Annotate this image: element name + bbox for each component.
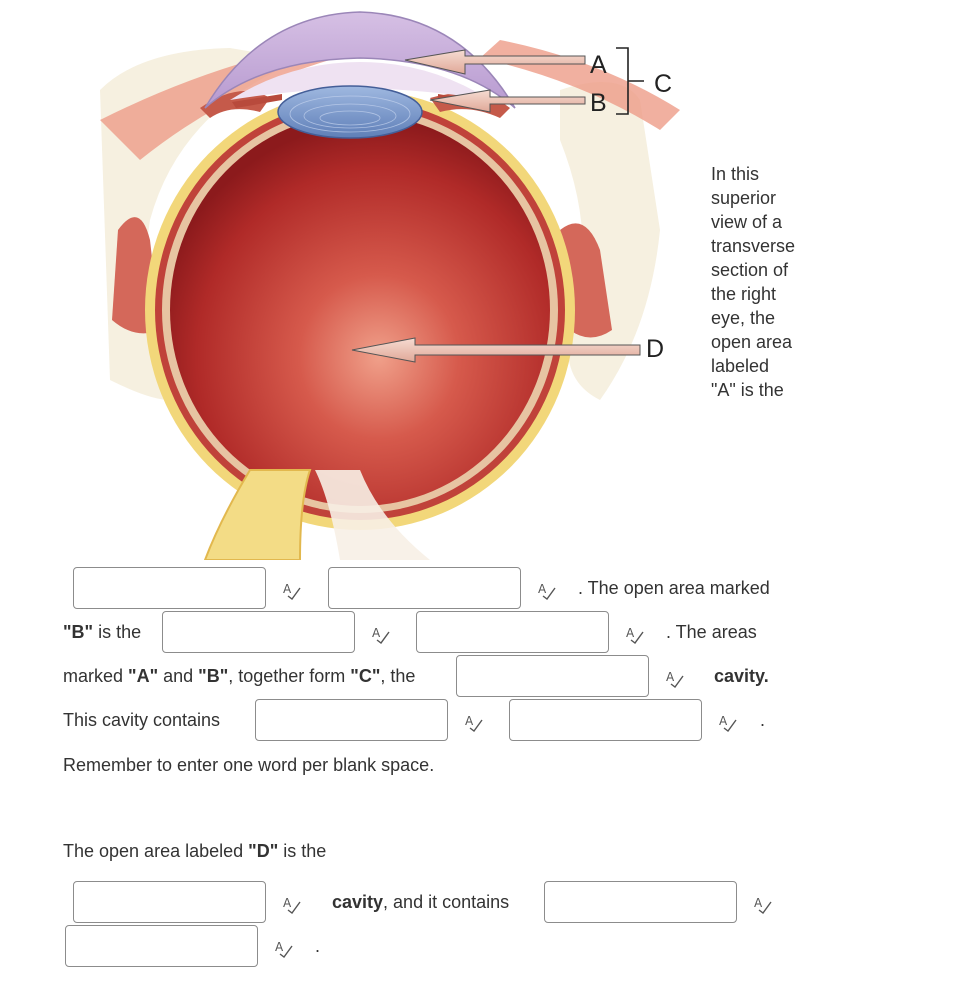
diagram-side-text: In this superior view of a transverse se… (711, 162, 811, 402)
spellcheck-icon[interactable]: A (625, 624, 645, 644)
svg-text:A: A (372, 626, 381, 640)
spellcheck-icon[interactable]: A (537, 580, 557, 600)
question-text-line3-end: cavity. (714, 665, 769, 687)
svg-text:A: A (754, 896, 763, 910)
d-prompt-text: The open area labeled "D" is the (63, 840, 326, 862)
svg-text:A: A (626, 626, 635, 640)
answer-blank-5[interactable] (456, 655, 649, 697)
spellcheck-icon[interactable]: A (282, 580, 302, 600)
label-a: A (590, 53, 607, 78)
spellcheck-icon[interactable]: A (371, 624, 391, 644)
label-b: B (590, 91, 607, 116)
question-text-line4-start: This cavity contains (63, 709, 220, 731)
answer-blank-3[interactable] (162, 611, 355, 653)
question-text-line7-end: . (315, 935, 320, 957)
optic-nerve (205, 470, 310, 560)
eye-diagram (0, 0, 958, 560)
svg-text:A: A (275, 940, 284, 954)
answer-blank-1[interactable] (73, 567, 266, 609)
spellcheck-icon[interactable]: A (274, 938, 294, 958)
svg-text:A: A (538, 582, 547, 596)
label-d: D (646, 337, 664, 362)
question-text-line1: . The open area marked (578, 577, 770, 599)
svg-text:A: A (666, 670, 675, 684)
spellcheck-icon[interactable]: A (464, 712, 484, 732)
question-text-line3-start: marked "A" and "B", together form "C", t… (63, 665, 415, 687)
spellcheck-icon[interactable]: A (665, 668, 685, 688)
answer-blank-2[interactable] (328, 567, 521, 609)
svg-text:A: A (719, 714, 728, 728)
svg-text:A: A (465, 714, 474, 728)
question-text-line4-end: . (760, 709, 765, 731)
question-text-line2-end: . The areas (666, 621, 757, 643)
spellcheck-icon[interactable]: A (282, 894, 302, 914)
answer-blank-10[interactable] (65, 925, 258, 967)
svg-text:A: A (283, 896, 292, 910)
answer-blank-9[interactable] (544, 881, 737, 923)
spellcheck-icon[interactable]: A (753, 894, 773, 914)
spellcheck-icon[interactable]: A (718, 712, 738, 732)
answer-blank-4[interactable] (416, 611, 609, 653)
reminder-text: Remember to enter one word per blank spa… (63, 754, 434, 776)
label-c: C (654, 72, 672, 97)
question-text-line2-start: "B" is the (63, 621, 141, 643)
answer-blank-6[interactable] (255, 699, 448, 741)
answer-blank-8[interactable] (73, 881, 266, 923)
question-text-line6: cavity, and it contains (332, 891, 509, 913)
vitreous-chamber (170, 114, 550, 506)
answer-blank-7[interactable] (509, 699, 702, 741)
svg-text:A: A (283, 582, 292, 596)
lens (278, 86, 422, 138)
